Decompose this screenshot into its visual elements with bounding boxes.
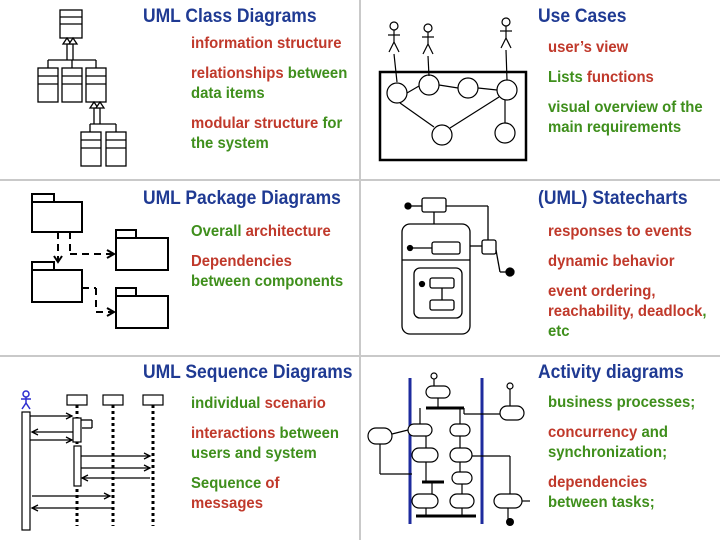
bullet-text: for the system — [191, 115, 343, 152]
bullet-text: between users and system — [191, 425, 340, 462]
bullet-text: visual overview of the main requirements — [548, 99, 703, 136]
bullet-item: Sequence of messages — [191, 474, 355, 514]
bullet-text: dynamic behavior — [548, 253, 675, 270]
bullet-text: event ordering, reachability, deadlock — [548, 283, 703, 320]
bullet-item: relationships between data items — [191, 64, 355, 104]
bullet-list: information structure relationships betwe… — [191, 34, 355, 164]
bullet-item: event ordering, reachability, deadlock, … — [548, 282, 708, 342]
bullet-text: functions — [586, 69, 654, 86]
bullet-text: between tasks; — [548, 494, 655, 511]
panel-title: UML Class Diagrams — [143, 6, 317, 27]
bullet-item: information structure — [191, 34, 355, 54]
bullet-item: Lists functions — [548, 68, 706, 88]
class-diagram-illustration — [37, 9, 127, 167]
statechart-illustration — [401, 197, 515, 335]
bullet-text: Dependencies — [191, 253, 292, 270]
bullet-text: , etc — [548, 303, 707, 340]
bullet-item: Dependencies between components — [191, 252, 355, 292]
panel-title: UML Sequence Diagrams — [143, 362, 353, 383]
panel-title: UML Package Diagrams — [143, 188, 341, 209]
panel-sequence-diagrams: UML Sequence Diagrams individual scenari… — [0, 356, 360, 540]
sequence-diagram-illustration — [21, 390, 164, 531]
bullet-item: visual overview of the main requirements — [548, 98, 706, 138]
bullet-list: individual scenario interactions between … — [191, 394, 355, 524]
bullet-item: responses to events — [548, 222, 708, 242]
activity-diagram-illustration — [367, 372, 530, 526]
column-divider — [359, 0, 361, 540]
bullet-text: dependencies — [548, 474, 648, 491]
bullet-text: individual — [191, 395, 265, 412]
bullet-text: Overall — [191, 223, 246, 240]
panel-title: Activity diagrams — [538, 362, 684, 383]
bullet-text: Sequence — [191, 475, 266, 492]
panel-statecharts: (UML) Statecharts responses to events dyn… — [360, 180, 720, 356]
bullet-item: modular structure for the system — [191, 114, 355, 154]
bullet-item: Overall architecture — [191, 222, 355, 242]
actor-icon — [21, 390, 31, 410]
bullet-text: user’s view — [548, 39, 629, 56]
bullet-text: between components — [191, 273, 344, 290]
use-case-illustration — [378, 17, 528, 162]
bullet-text: responses to events — [548, 223, 692, 240]
bullet-text: between data items — [191, 65, 348, 102]
bullet-text: concurrency — [548, 424, 642, 441]
bullet-text: relationships — [191, 65, 288, 82]
bullet-text: Lists — [548, 69, 587, 86]
bullet-text: modular structure — [191, 115, 323, 132]
bullet-list: responses to events dynamic behavior event… — [548, 222, 708, 352]
bullet-item: individual scenario — [191, 394, 355, 414]
bullet-item: user’s view — [548, 38, 706, 58]
panel-class-diagrams: UML Class Diagrams information structure… — [0, 0, 360, 180]
bullet-text: information structure — [191, 35, 342, 52]
bullet-item: dependencies between tasks; — [548, 473, 708, 513]
bullet-text: interactions — [191, 425, 280, 442]
bullet-item: dynamic behavior — [548, 252, 708, 272]
panel-activity-diagrams: Activity diagrams business processes; con… — [360, 356, 720, 540]
panel-title: Use Cases — [538, 6, 627, 27]
panel-title: (UML) Statecharts — [538, 188, 688, 209]
panel-package-diagrams: UML Package Diagrams Overall architectur… — [0, 180, 360, 356]
swimlane-dividers — [408, 378, 484, 524]
bullet-text: of messages — [191, 475, 280, 512]
bullet-text: and synchronization; — [548, 424, 668, 461]
bullet-item: business processes; — [548, 393, 708, 413]
bullet-text: architecture — [245, 223, 331, 240]
package-diagram-illustration — [31, 193, 169, 329]
bullet-text: business processes; — [548, 394, 696, 411]
bullet-list: business processes; concurrency and synch… — [548, 393, 708, 523]
bullet-text: scenario — [264, 395, 326, 412]
bullet-item: interactions between users and system — [191, 424, 355, 464]
bullet-item: concurrency and synchronization; — [548, 423, 708, 463]
